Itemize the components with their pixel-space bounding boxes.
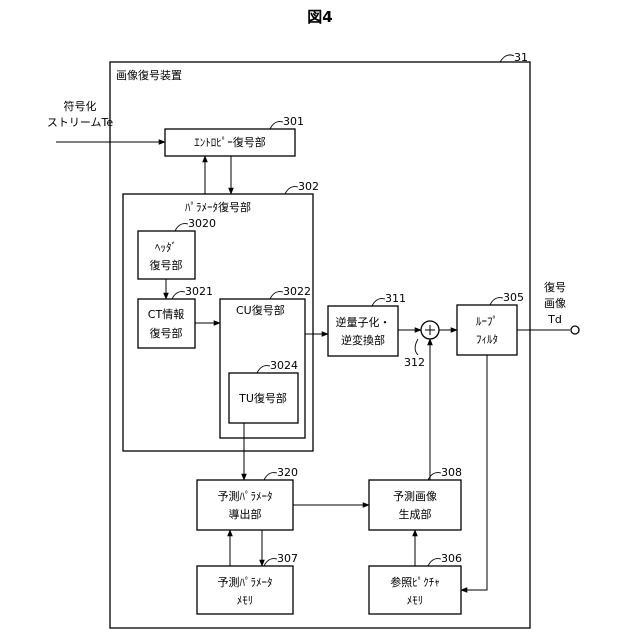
- pred-image-line2: 生成部: [399, 507, 432, 521]
- ct-decoder-block: [138, 299, 195, 348]
- pred-param-line2: 導出部: [229, 507, 262, 521]
- ref-mem-ref: 306: [441, 552, 462, 565]
- param-decoder-label: ﾊﾟﾗﾒｰﾀ復号部: [185, 200, 251, 214]
- entropy-ref: 301: [283, 115, 304, 128]
- loop-to-refmem-arrow: [461, 355, 487, 590]
- device-label: 画像復号装置: [116, 69, 182, 82]
- output-label-line2: 画像: [544, 297, 566, 310]
- device-ref: 31: [514, 51, 528, 64]
- loop-ref: 305: [503, 291, 524, 304]
- input-label-line2: ストリームTe: [47, 116, 114, 129]
- header-decoder-line1: ﾍｯﾀﾞ: [155, 241, 177, 254]
- header-ref: 3020: [188, 217, 216, 230]
- ct-ref: 3021: [185, 285, 213, 298]
- loop-ref-leader: [490, 298, 503, 305]
- pred-image-line1: 予測画像: [393, 489, 437, 503]
- output-terminal: [571, 326, 579, 334]
- ct-ref-leader: [172, 292, 185, 299]
- pred-param-ref: 320: [277, 466, 298, 479]
- adder-ref: 312: [404, 356, 425, 369]
- header-decoder-line2: 復号部: [150, 258, 183, 272]
- ref-mem-ref-leader: [428, 559, 441, 566]
- output-label-line3: Td: [547, 313, 562, 326]
- pred-mem-ref-leader: [264, 559, 277, 566]
- output-label-line1: 復号: [544, 281, 566, 294]
- dequant-line1: 逆量子化・: [336, 315, 391, 329]
- pred-image-block: [369, 480, 461, 530]
- pred-image-ref: 308: [441, 466, 462, 479]
- pred-param-memory-line1: 予測ﾊﾟﾗﾒｰﾀ: [218, 575, 273, 589]
- header-ref-leader: [175, 224, 188, 231]
- loop-filter-line1: ﾙｰﾌﾟ: [476, 315, 498, 328]
- tu-decoder-label: TU復号部: [238, 391, 287, 405]
- device-ref-leader: [500, 55, 514, 62]
- adder-ref-leader: [415, 339, 418, 355]
- ref-picture-memory-line1: 参照ﾋﾟｸﾁｬ: [390, 575, 440, 589]
- dequant-line2: 逆変換部: [341, 333, 385, 347]
- loop-filter-line2: ﾌｨﾙﾀ: [476, 333, 498, 346]
- pred-mem-ref: 307: [277, 552, 298, 565]
- ref-picture-memory-line2: ﾒﾓﾘ: [407, 594, 424, 607]
- dequant-block: [328, 306, 398, 356]
- param-ref-leader: [285, 187, 298, 194]
- pred-param-block: [197, 480, 293, 530]
- dequant-ref: 311: [385, 292, 406, 305]
- ct-decoder-line2: 復号部: [150, 326, 183, 340]
- pred-param-ref-leader: [264, 473, 277, 480]
- dequant-ref-leader: [372, 299, 385, 306]
- figure-title: 図4: [307, 8, 332, 26]
- pred-param-memory-line2: ﾒﾓﾘ: [237, 594, 254, 607]
- ct-decoder-line1: CT情報: [148, 308, 184, 321]
- cu-ref-leader: [270, 292, 283, 299]
- param-ref: 302: [298, 180, 319, 193]
- loop-filter-block: [457, 305, 517, 355]
- entropy-decoder-label: ｴﾝﾄﾛﾋﾟｰ復号部: [194, 135, 266, 149]
- cu-ref: 3022: [283, 285, 311, 298]
- entropy-ref-leader: [270, 122, 283, 129]
- cu-decoder-label: CU復号部: [236, 303, 285, 317]
- pred-param-line1: 予測ﾊﾟﾗﾒｰﾀ: [218, 489, 273, 503]
- input-label-line1: 符号化: [64, 99, 97, 113]
- tu-ref: 3024: [270, 359, 298, 372]
